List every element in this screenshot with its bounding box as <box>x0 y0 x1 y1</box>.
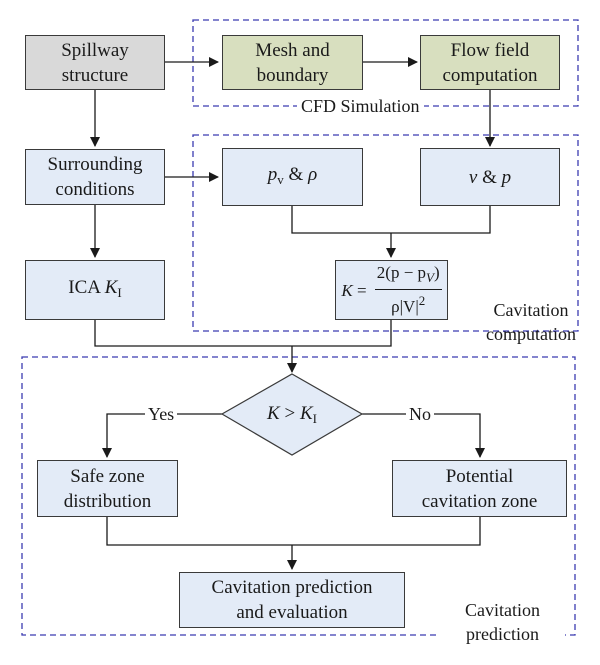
surrounding-conditions-node: Surrounding conditions <box>25 149 165 205</box>
no-label: No <box>406 402 434 426</box>
decision-label: K > KI <box>267 403 317 426</box>
ica-node: ICA KI <box>25 260 165 320</box>
edge-ica-merge <box>94 320 392 347</box>
v-p-node: v & p <box>420 148 560 206</box>
decision-diamond <box>220 373 364 456</box>
prediction-region-frame <box>21 356 576 636</box>
safe-zone-node: Safe zone distribution <box>37 460 178 517</box>
computation-region-frame <box>192 134 579 332</box>
evaluation-node: Cavitation prediction and evaluation <box>179 572 405 628</box>
cfd-region-label: CFD Simulation <box>297 94 424 118</box>
computation-region-label: Cavitation computation <box>486 300 576 344</box>
potential-zone-node: Potential cavitation zone <box>392 460 567 517</box>
spillway-structure-node: Spillway structure <box>25 35 165 90</box>
pv-rho-node: pv & ρ <box>222 148 363 206</box>
edge-decision-safe <box>102 413 222 458</box>
edge-outcomes-merge <box>106 517 481 546</box>
prediction-region-label: Cavitation prediction <box>440 598 565 646</box>
yes-label: Yes <box>145 402 178 426</box>
edge-decision-potential <box>362 413 485 458</box>
mesh-boundary-node: Mesh and boundary <box>222 35 363 90</box>
cavitation-number-formula: K = 2(p − pV) ρ|V|2 <box>335 260 448 320</box>
flow-field-node: Flow field computation <box>420 35 560 90</box>
edge-pvrho-merge <box>291 206 491 234</box>
